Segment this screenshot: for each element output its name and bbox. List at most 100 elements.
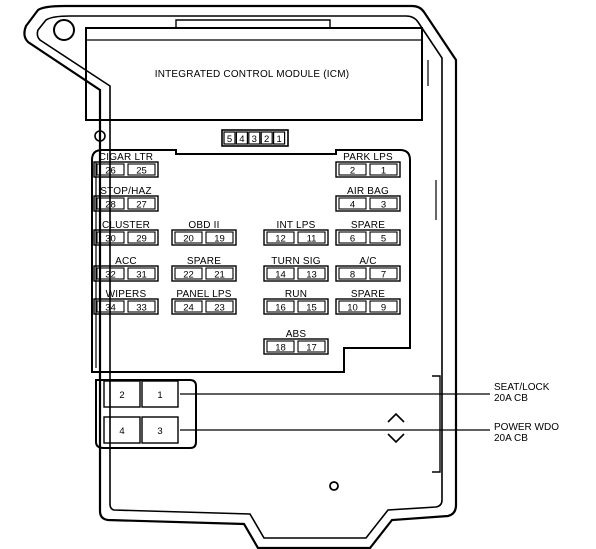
fuse-number: 20 [183,234,194,245]
fuse-cell [174,300,203,313]
fuse-number: 1 [381,166,386,177]
fuse-label: AIR BAG [347,186,389,197]
fuse-cell [96,300,125,313]
connector-pin-label: 4 [239,134,244,145]
fuse-cell [127,231,156,244]
fuse-label: OBD II [188,220,219,231]
icm-module-tab [175,19,331,28]
breaker-callout-label: POWER WDO [494,422,559,433]
fuse-label: RUN [285,289,307,300]
fuse-cell [369,300,398,313]
fuse-number: 23 [214,303,225,314]
fuse-number: 22 [183,270,194,281]
fuse-body [263,298,329,315]
fuse-number: 12 [275,234,286,245]
fuse-label: A/C [359,256,376,267]
fuse-body [93,195,159,212]
breaker-cell [103,380,141,408]
fuse-cell [338,300,367,313]
fuse-cell [266,231,295,244]
breaker-number: 3 [157,426,162,437]
fuse-cell [96,231,125,244]
fuse-slot: SPARE 10 9 [335,289,401,315]
fuse-number: 3 [381,200,386,211]
fuse-label: WIPERS [106,289,147,300]
connector-pin-label: 5 [227,134,232,145]
breaker-cell [103,416,141,444]
fuse-label: TURN SIG [271,256,320,267]
mounting-hole-small-icon [94,130,106,142]
fuse-number: 29 [136,234,147,245]
fuse-body [335,298,401,315]
fuse-number: 14 [275,270,286,281]
connector-pin-label: 2 [264,134,269,145]
fuse-cell [127,300,156,313]
fuse-body [93,298,159,315]
fuse-cell [369,267,398,280]
fuse-number: 19 [214,234,225,245]
fuse-label: CIGAR LTR [99,152,153,163]
fuse-number: 17 [306,343,317,354]
fuse-slot: OBD II 20 19 [171,220,237,246]
fuse-label: CLUSTER [102,220,150,231]
panel-housing [23,4,458,549]
fuse-body [93,161,159,178]
breaker-block [95,379,197,449]
fuse-cell [266,340,295,353]
fuse-number: 16 [275,303,286,314]
fuse-number: 4 [350,200,355,211]
fuse-cell [96,163,125,176]
fuse-cell [127,197,156,210]
fuse-cell [297,267,326,280]
fuse-body [263,229,329,246]
fuse-body [171,265,237,282]
fuse-cell [297,340,326,353]
fuse-block [91,149,411,373]
fuse-cell [205,267,234,280]
fuse-cell [205,231,234,244]
breaker-callout-label: SEAT/LOCK [494,382,550,393]
fuse-number: 31 [136,270,147,281]
fuse-slot: AIR BAG 4 3 [335,186,401,212]
fuse-number: 13 [306,270,317,281]
fuse-body [171,298,237,315]
fuse-body [93,229,159,246]
fuse-cell [174,267,203,280]
breaker-callout-label: 20A CB [494,433,528,444]
icm-module-label: INTEGRATED CONTROL MODULE (ICM) [155,69,350,80]
fuse-cell [205,300,234,313]
fuse-label: STOP/HAZ [100,186,151,197]
fuse-number: 34 [105,303,116,314]
fuse-cell [338,197,367,210]
fuse-body [335,229,401,246]
fuse-label: SPARE [351,289,385,300]
fuse-cell [266,267,295,280]
fuse-number: 10 [347,303,358,314]
fuse-number: 25 [136,166,147,177]
icm-module [85,27,423,121]
fuse-body [263,338,329,355]
fuse-number: 33 [136,303,147,314]
fuse-cell [266,300,295,313]
fuse-number: 5 [381,234,386,245]
fuse-number: 9 [381,303,386,314]
fuse-number: 30 [105,234,116,245]
fuse-body [335,265,401,282]
breaker-number: 4 [119,426,124,437]
fuse-label: INT LPS [276,220,315,231]
side-bracket [432,375,441,473]
fuse-slot: WIPERS 34 33 [93,289,159,315]
fuse-body [263,265,329,282]
fuse-cell [297,300,326,313]
